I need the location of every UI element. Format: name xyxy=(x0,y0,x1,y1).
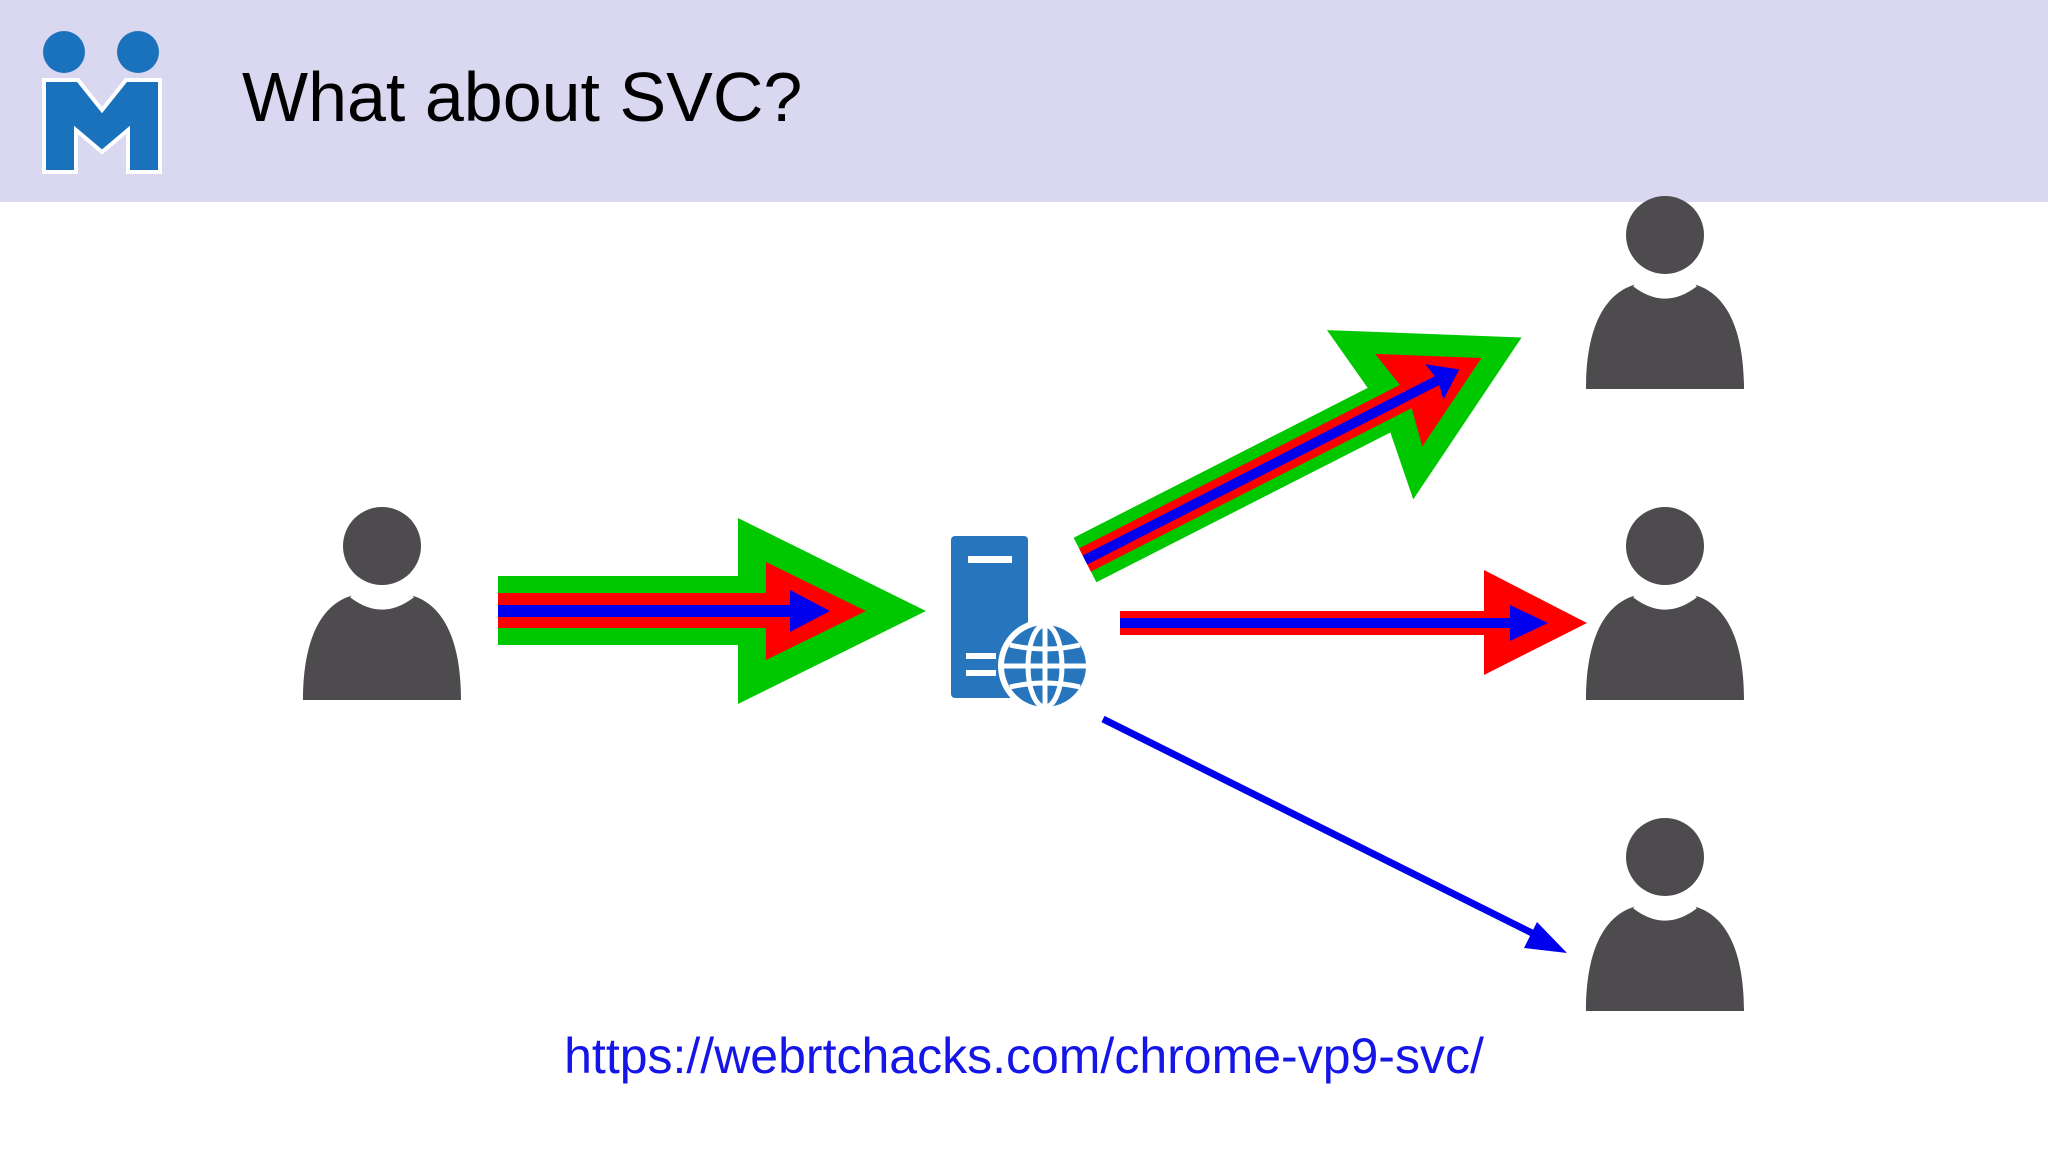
receiver-2-person-icon xyxy=(1586,507,1744,700)
source-link[interactable]: https://webrtchacks.com/chrome-vp9-svc/ xyxy=(564,1028,1484,1084)
stream-arrow-receiver-2 xyxy=(1120,570,1587,675)
jitsi-meet-logo-icon xyxy=(42,31,162,174)
sender-person-icon xyxy=(303,507,461,700)
incoming-stream-arrow xyxy=(498,518,926,704)
receiver-1-person-icon xyxy=(1586,196,1744,389)
header-bar: What about SVC? xyxy=(0,0,2048,202)
receiver-3-person-icon xyxy=(1586,818,1744,1011)
stream-arrow-receiver-1 xyxy=(1073,330,1522,583)
slide-title: What about SVC? xyxy=(242,58,803,136)
stream-arrow-receiver-3 xyxy=(1101,715,1567,953)
web-server-globe-icon xyxy=(951,536,1092,713)
